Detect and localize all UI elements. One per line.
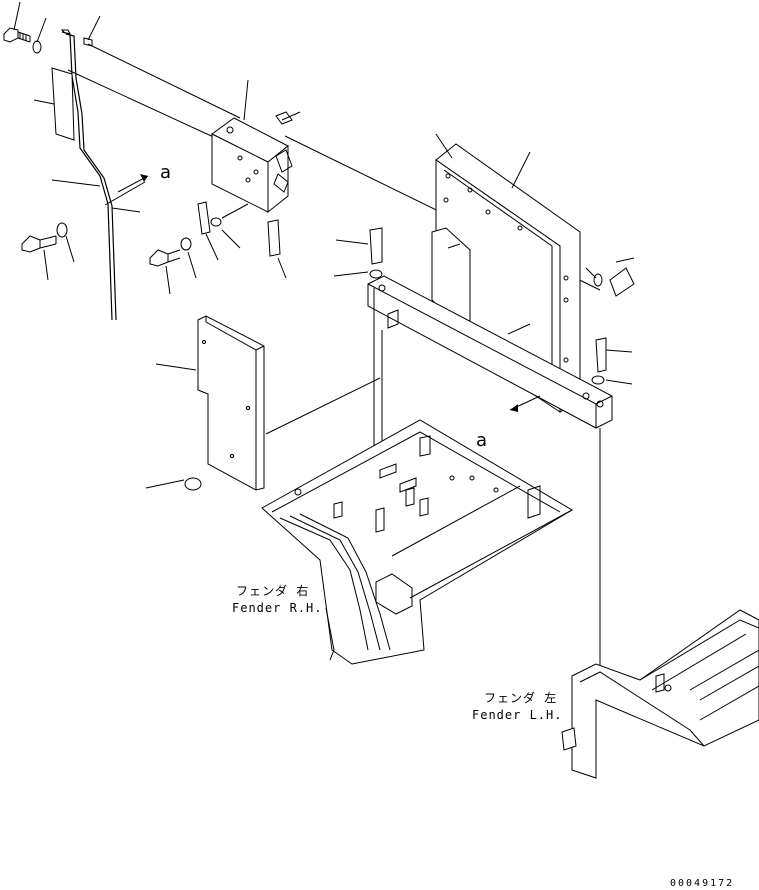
- mid-bolt: [149, 237, 197, 295]
- main-frame: [367, 133, 613, 429]
- fender-lh-label-en: Fender L.H.: [472, 708, 562, 722]
- rubber-cap: [184, 477, 202, 491]
- right-fasteners: [333, 227, 635, 385]
- fender-lh-label-jp: フェンダ 左: [484, 690, 557, 705]
- guide-lines: [67, 43, 601, 291]
- left-bolt: [21, 222, 75, 281]
- switch-box: [211, 79, 301, 214]
- fender-rh-label-jp: フェンダ 右: [236, 583, 309, 598]
- view-ref-top: a: [160, 162, 171, 183]
- top-washer: [32, 40, 42, 54]
- view-ref-mid: a: [476, 430, 487, 451]
- view-arrow-top: a: [117, 162, 171, 193]
- fender-lh: [561, 609, 759, 779]
- box-fasteners: [197, 201, 287, 279]
- drawing-number: 00049172: [670, 878, 734, 889]
- fender-rh: [261, 419, 573, 665]
- fender-rh-label-en: Fender R.H.: [232, 601, 322, 615]
- leader-lines: [13, 1, 101, 43]
- cover-plate: [155, 315, 265, 491]
- rod-plate: [33, 67, 75, 141]
- view-arrow-mid: a: [476, 395, 541, 451]
- top-bolt: [3, 27, 31, 43]
